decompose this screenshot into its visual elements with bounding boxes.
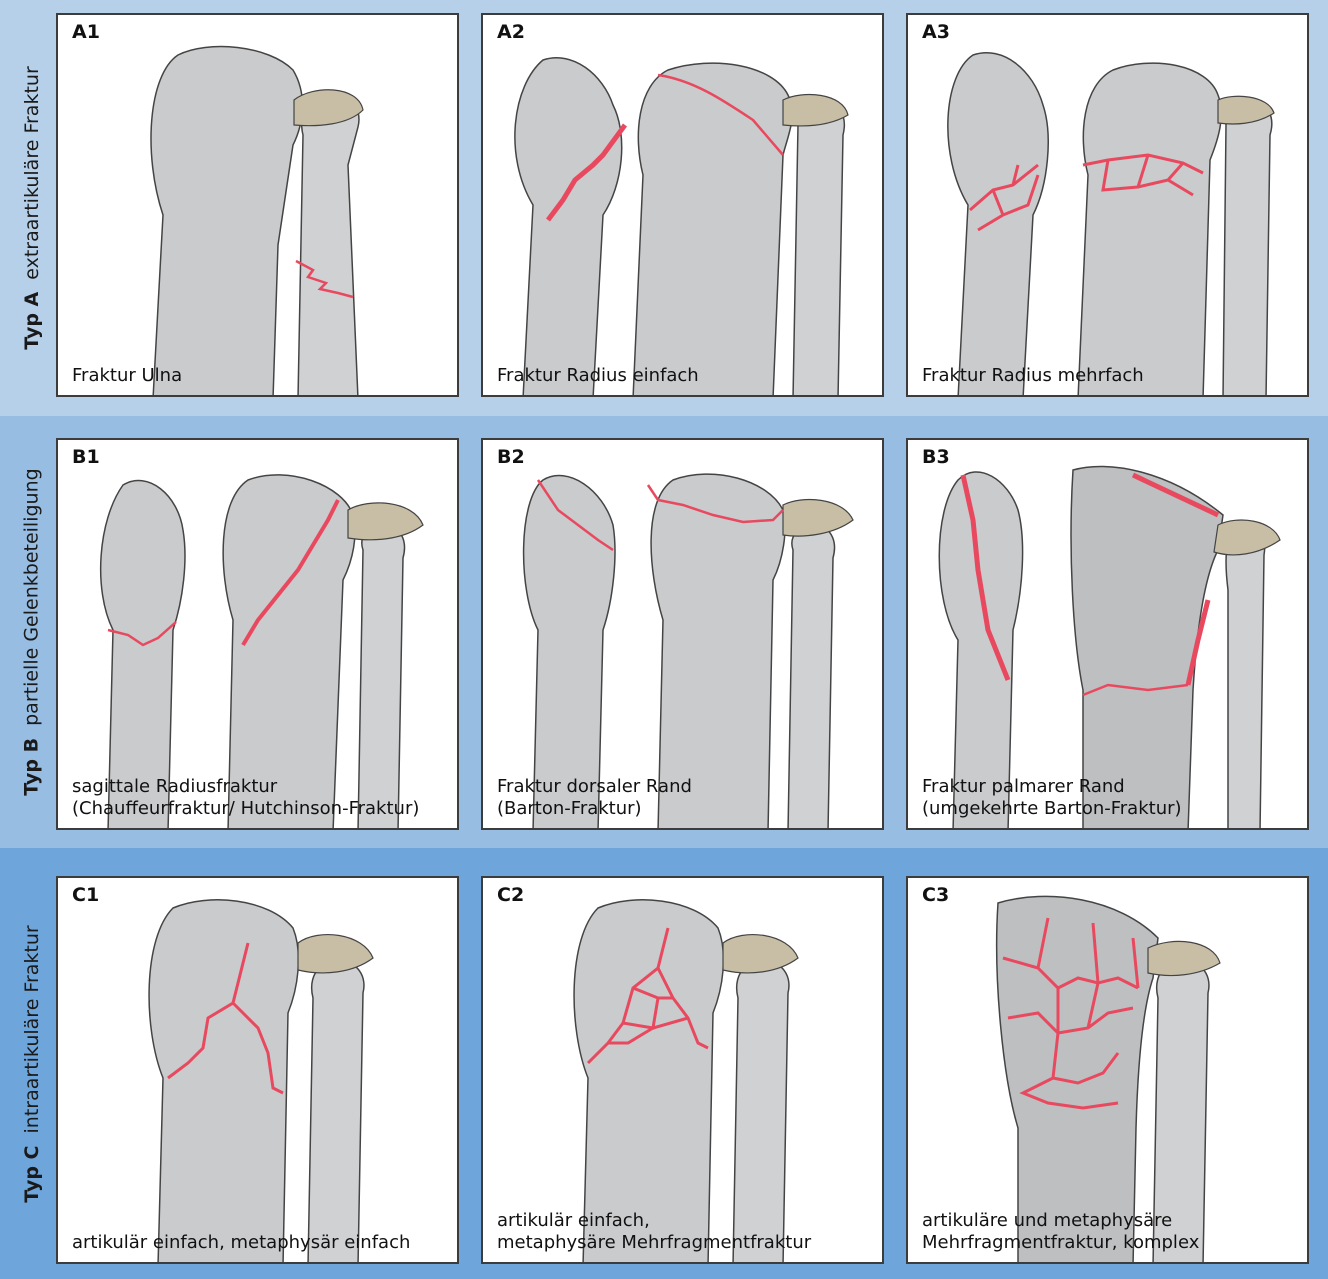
panel-code: C1 xyxy=(72,884,99,906)
type-description: partielle Gelenkbeteiligung xyxy=(21,468,43,726)
bone-illustration-c2 xyxy=(483,878,884,1264)
panel-caption: Fraktur palmarer Rand (umgekehrte Barton… xyxy=(922,776,1182,820)
panel-code: C2 xyxy=(497,884,524,906)
panel-b3: B3 Fraktur palmarer Rand (umgekehrte Bar… xyxy=(906,438,1309,830)
panel-caption: artikuläre und metaphysäre Mehrfragmentf… xyxy=(922,1210,1199,1254)
panel-caption: sagittale Radiusfraktur (Chauffeurfraktu… xyxy=(72,776,419,820)
bone-illustration-a1 xyxy=(58,15,459,397)
type-description: intraartikuläre Fraktur xyxy=(21,925,43,1133)
panel-a2: A2 Fraktur Radius einfach xyxy=(481,13,884,397)
panel-code: A2 xyxy=(497,21,525,43)
bone-illustration-c1 xyxy=(58,878,459,1264)
type-label: Typ A xyxy=(21,292,43,350)
panel-a1: A1 Fraktur Ulna xyxy=(56,13,459,397)
panel-code: A3 xyxy=(922,21,950,43)
panel-code: B1 xyxy=(72,446,100,468)
panel-b2: B2 Fraktur dorsaler Rand (Barton-Fraktur… xyxy=(481,438,884,830)
panel-c2: C2 artikulär einfach, metaphysäre Mehrfr… xyxy=(481,876,884,1264)
type-label: Typ C xyxy=(21,1145,43,1202)
type-description: extraartikuläre Fraktur xyxy=(21,66,43,280)
panel-code: B2 xyxy=(497,446,525,468)
panel-c3: C3 artikuläre und metaphysäre Mehrfragme… xyxy=(906,876,1309,1264)
panel-caption: Fraktur Radius einfach xyxy=(497,365,699,387)
panel-code: C3 xyxy=(922,884,949,906)
panel-caption: artikulär einfach, metaphysäre Mehrfragm… xyxy=(497,1210,811,1254)
panel-c1: C1 artikulär einfach, metaphysär einfach xyxy=(56,876,459,1264)
type-label: Typ B xyxy=(21,738,43,796)
bone-illustration-c3 xyxy=(908,878,1309,1264)
panel-caption: Fraktur Radius mehrfach xyxy=(922,365,1144,387)
bone-illustration-b1 xyxy=(58,440,459,830)
bone-illustration-b3 xyxy=(908,440,1309,830)
side-label-typ-c: Typ C intraartikuläre Fraktur xyxy=(4,848,60,1279)
side-label-typ-a: Typ A extraartikuläre Fraktur xyxy=(4,0,60,416)
bone-illustration-a3 xyxy=(908,15,1309,397)
panel-caption: Fraktur Ulna xyxy=(72,365,182,387)
panel-a3: A3 Fraktur Radius mehrfach xyxy=(906,13,1309,397)
panel-code: B3 xyxy=(922,446,950,468)
panel-caption: Fraktur dorsaler Rand (Barton-Fraktur) xyxy=(497,776,692,820)
bone-illustration-a2 xyxy=(483,15,884,397)
bone-illustration-b2 xyxy=(483,440,884,830)
panel-b1: B1 sagittale Radiusfraktur (Chauffeurfra… xyxy=(56,438,459,830)
panel-caption: artikulär einfach, metaphysär einfach xyxy=(72,1232,410,1254)
side-label-typ-b: Typ B partielle Gelenkbeteiligung xyxy=(4,416,60,848)
panel-code: A1 xyxy=(72,21,100,43)
